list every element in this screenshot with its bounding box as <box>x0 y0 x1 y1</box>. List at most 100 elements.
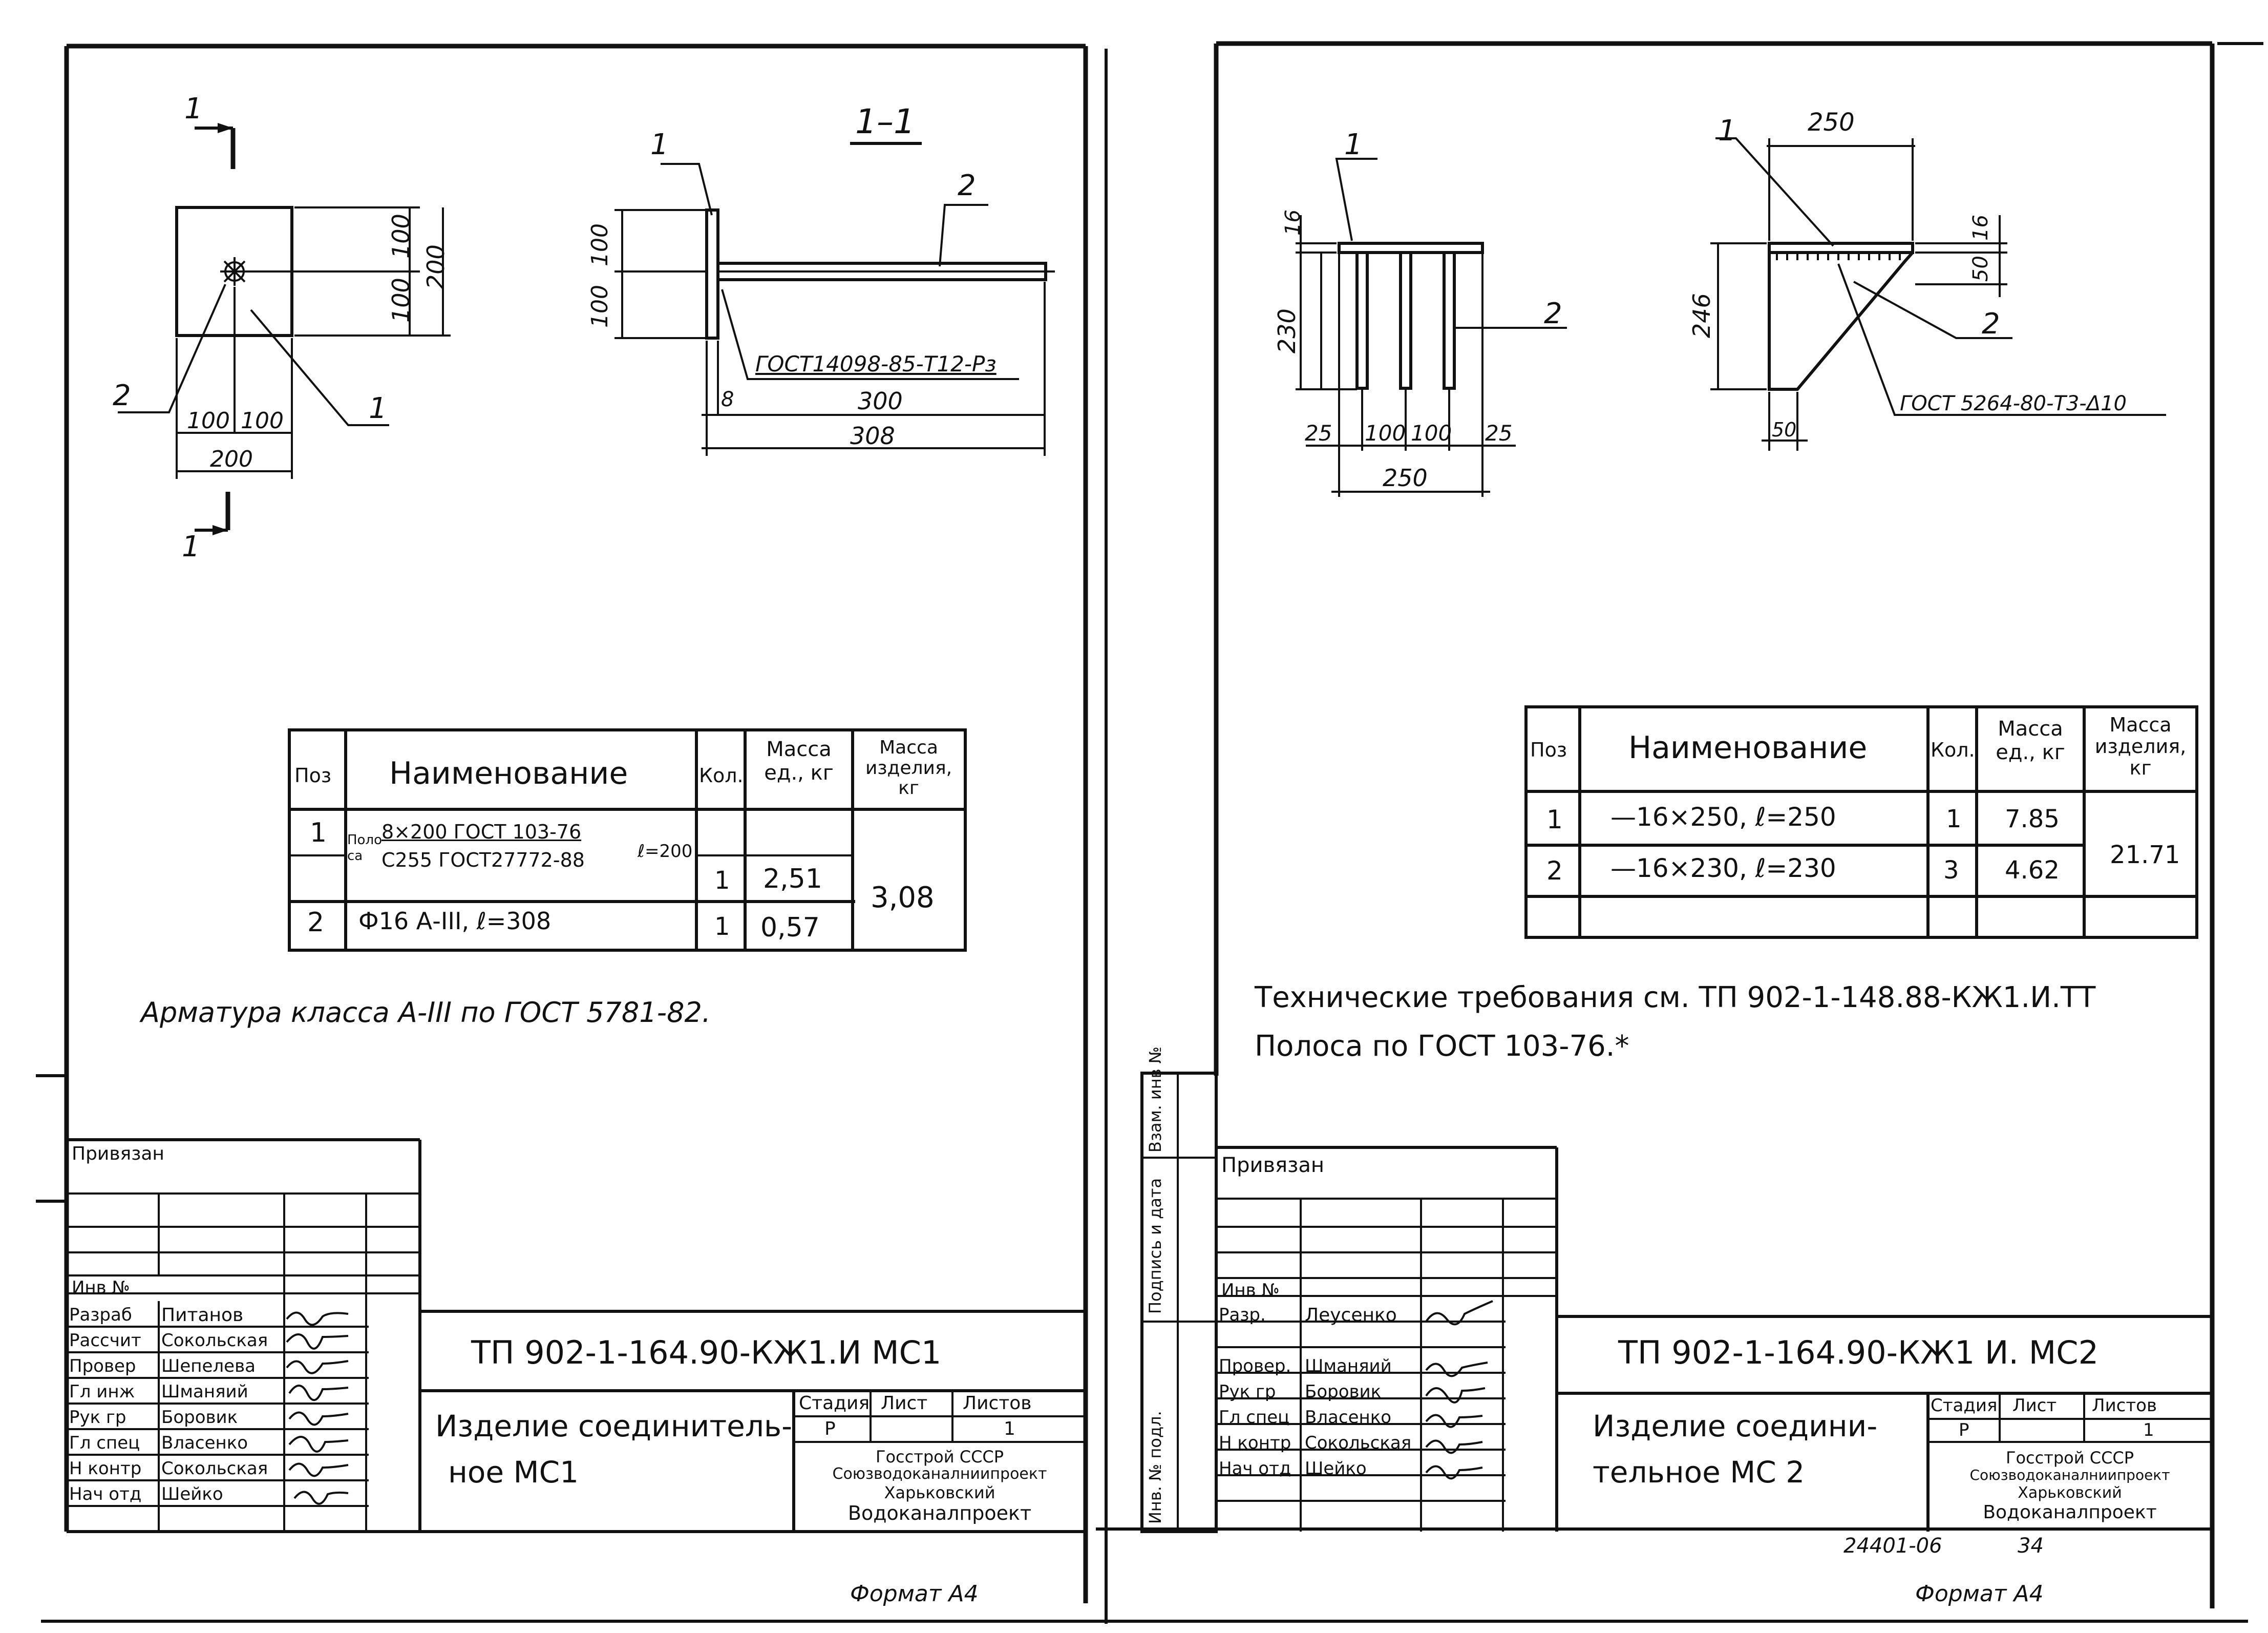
name-2: Боровик <box>1305 1381 1382 1402</box>
name-1: Сокольская <box>161 1330 268 1351</box>
side-dim-250: 250 <box>1808 108 1855 137</box>
front-view-mc2 <box>1296 158 1567 497</box>
section-dim-100-bottom: 100 <box>587 285 613 328</box>
row2-mass: 4.62 <box>2005 856 2060 885</box>
role-7: Нач отд <box>69 1484 142 1504</box>
plan-view-mc1 <box>118 206 451 479</box>
role-4: Н контр <box>1219 1433 1291 1453</box>
signatures-left <box>286 1311 349 1505</box>
stage-label: Стадия <box>799 1393 870 1414</box>
total-mass: 21.71 <box>2110 841 2180 869</box>
privyazan-label: Привязан <box>72 1143 164 1164</box>
name-5: Власенко <box>161 1433 248 1453</box>
sheet-label: Лист <box>2012 1395 2057 1416</box>
sheets-label: Листов <box>2092 1395 2157 1416</box>
side-view-mc2 <box>1710 137 2166 451</box>
col-header-qty: Кол. <box>1931 739 1975 761</box>
role-4: Рук гр <box>69 1407 126 1428</box>
plan-dim-100-a: 100 <box>387 214 415 259</box>
row1-name-top: 8×200 ГОСТ 103-76 <box>381 821 582 843</box>
name-3: Власенко <box>1305 1407 1392 1428</box>
sheets-label: Листов <box>963 1393 1032 1414</box>
row1-name-bottom: С255 ГОСТ27772-88 <box>381 849 585 871</box>
role-2: Рук гр <box>1219 1381 1276 1402</box>
name-4: Сокольская <box>1305 1433 1412 1453</box>
stamp-vzam-inv: Взам. инв № <box>1146 1046 1165 1153</box>
section-view-mc1 <box>614 163 1055 456</box>
doc-code: ТП 902-1-164.90-КЖ1 И. МС2 <box>1618 1334 2099 1371</box>
stage-label: Стадия <box>1931 1395 1998 1416</box>
front-dim-25-right: 25 <box>1485 421 1513 446</box>
product-title-line1: Изделие соедини- <box>1593 1409 1878 1443</box>
side-gost-note: ГОСТ 5264-80-Т3-Δ10 <box>1900 392 2127 415</box>
title-block-mc2-grid <box>1140 1072 2212 1533</box>
front-dim-230: 230 <box>1273 308 1301 353</box>
row1-name-len: ℓ=200 <box>638 841 693 862</box>
section-dim-100-top: 100 <box>587 223 613 266</box>
org-line1: Госстрой СССР <box>875 1447 1004 1467</box>
title-block-mc1-grid <box>67 1138 1086 1532</box>
org-line1: Госстрой СССР <box>2005 1448 2134 1468</box>
role-1: Рассчит <box>69 1330 141 1351</box>
plan-dim-100-b: 100 <box>387 278 415 323</box>
name-0: Леусенко <box>1305 1305 1397 1326</box>
signatures-right <box>1425 1300 1493 1480</box>
col-header-name: Наименование <box>389 756 628 791</box>
name-5: Шейко <box>1305 1458 1367 1479</box>
side-dim-246: 246 <box>1688 293 1715 338</box>
total-mass: 3,08 <box>871 881 935 914</box>
sheets-value: 1 <box>1004 1418 1015 1439</box>
col-header-mass-unit: Масса ед., кг <box>1996 717 2065 764</box>
org-line4: Водоканалпроект <box>847 1502 1032 1524</box>
section-pos-2: 2 <box>958 169 976 202</box>
spec-table-mc2-grid <box>1524 705 2198 939</box>
side-pos-1: 1 <box>1718 114 1736 148</box>
section-title: 1–1 <box>855 102 915 141</box>
inv-no-label: Инв № <box>72 1278 130 1298</box>
row1-pos: 1 <box>310 818 327 848</box>
inv-no-label: Инв № <box>1221 1280 1280 1301</box>
reinforcement-note: Арматура класса А-III по ГОСТ 5781-82. <box>141 996 711 1029</box>
plan-dim-200-right: 200 <box>422 244 450 289</box>
stamp-inv-podl: Инв. № подл. <box>1146 1411 1165 1524</box>
format-label-right: Формат А4 <box>1915 1581 2044 1607</box>
product-title-line2: тельное МС 2 <box>1593 1455 1805 1490</box>
name-1: Шманяий <box>1305 1356 1392 1376</box>
privyazan-label: Привязан <box>1221 1154 1325 1177</box>
role-0: Разр. <box>1219 1305 1266 1325</box>
section-mark-top: 1 <box>184 92 203 125</box>
name-3: Шманяий <box>161 1381 248 1402</box>
col-header-pos: Поз <box>1530 739 1567 761</box>
format-label-left: Формат А4 <box>850 1581 979 1607</box>
section-marks-left <box>195 123 922 535</box>
front-dim-16: 16 <box>1281 210 1305 236</box>
front-dim-100-b: 100 <box>1411 421 1452 446</box>
front-pos-2: 2 <box>1544 297 1562 330</box>
role-1: Провер. <box>1219 1356 1291 1376</box>
product-title-line1: Изделие соединитель- <box>435 1409 793 1443</box>
name-4: Боровик <box>161 1407 238 1428</box>
name-7: Шейко <box>161 1484 223 1504</box>
row1-qty: 1 <box>714 866 730 895</box>
col-header-mass-item: Масса изделия, кг <box>2094 714 2187 779</box>
org-line3: Харьковский <box>2018 1484 2122 1502</box>
product-title-line2: ное МС1 <box>448 1455 579 1490</box>
org-line3: Харьковский <box>884 1483 995 1502</box>
row2-qty: 3 <box>1943 856 1959 885</box>
role-6: Н контр <box>69 1458 142 1479</box>
side-dim-50-right: 50 <box>1969 256 1993 282</box>
col-header-name: Наименование <box>1628 730 1868 766</box>
row1-pos: 1 <box>1546 805 1563 834</box>
name-6: Сокольская <box>161 1458 268 1479</box>
strip-gost-note: Полоса по ГОСТ 103-76.* <box>1255 1030 1629 1063</box>
stage-value: Р <box>1959 1420 1969 1440</box>
page-number: 34 <box>2018 1534 2044 1558</box>
stamp-signature-date: Подпись и дата <box>1146 1178 1165 1314</box>
sheet-label: Лист <box>881 1393 928 1414</box>
plan-dim-100-d: 100 <box>241 408 284 434</box>
role-3: Гл инж <box>69 1381 135 1402</box>
side-dim-50-bottom: 50 <box>1772 418 1797 441</box>
section-mark-bottom: 1 <box>182 530 200 563</box>
stage-value: Р <box>824 1418 836 1439</box>
